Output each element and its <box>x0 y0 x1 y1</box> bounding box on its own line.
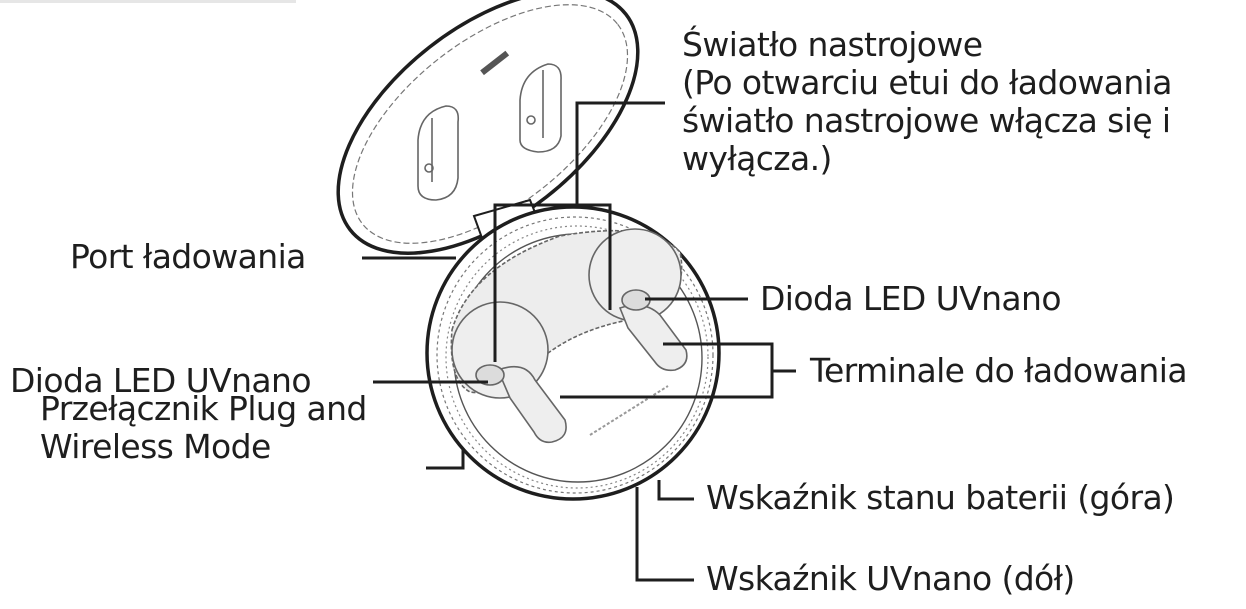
label-mood-light-line-2: światło nastrojowe włącza się i <box>682 101 1171 140</box>
label-charging-port: Port ładowania <box>70 237 306 276</box>
top-edge-strip <box>0 0 296 3</box>
label-uvnano-led-right: Dioda LED UVnano <box>760 279 1062 318</box>
label-charging-terminals: Terminale do ładowania <box>810 351 1188 390</box>
callout-battery-indicator <box>657 480 694 501</box>
callout-plug-switch <box>426 448 465 470</box>
label-plug-switch-line-1: Przełącznik Plug and <box>40 389 367 428</box>
case-lid <box>336 0 640 255</box>
callout-uvnano-indicator <box>635 487 694 582</box>
callout-lines <box>362 101 796 582</box>
lid-logo-mark <box>480 50 510 76</box>
label-uvnano-led-left: Dioda LED UVnano <box>10 361 312 400</box>
callout-mood-light-bracket <box>493 203 612 362</box>
lid-slot-right <box>519 63 562 153</box>
label-mood-light-title: Światło nastrojowe <box>682 25 983 64</box>
earbud-tray <box>450 228 688 444</box>
label-plug-wireless-switch: Przełącznik Plug and Wireless Mode <box>40 390 367 466</box>
label-mood-light: Światło nastrojowe (Po otwarciu etui do … <box>682 26 1172 178</box>
label-mood-light-line-3: wyłącza.) <box>682 139 832 178</box>
label-mood-light-line-1: (Po otwarciu etui do ładowania <box>682 63 1172 102</box>
label-battery-indicator: Wskaźnik stanu baterii (góra) <box>706 478 1175 517</box>
label-uvnano-indicator: Wskaźnik UVnano (dół) <box>706 559 1075 598</box>
lid-slot-left <box>417 105 460 201</box>
label-plug-switch-line-2: Wireless Mode <box>40 427 271 466</box>
callout-mood-light <box>575 101 665 205</box>
